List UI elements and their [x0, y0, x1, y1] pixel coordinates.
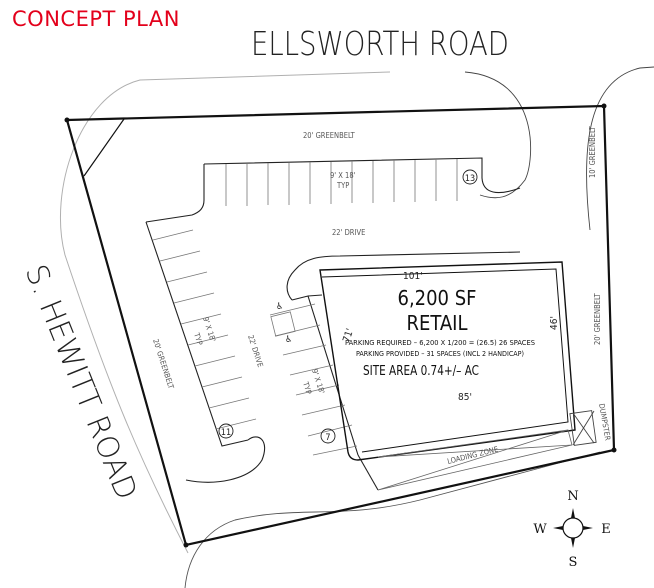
retail-building	[319, 261, 576, 461]
greenbelt-west-label: 20' GREENBELT	[151, 338, 176, 391]
drive-west-label: 22' DRIVE	[246, 334, 265, 368]
parking-required-note: PARKING REQUIRED – 6,200 X 1/200 = (26.5…	[345, 338, 535, 347]
stall-typ-north: TYP	[336, 181, 349, 190]
loading-zone-label: LOADING ZONE	[446, 445, 499, 466]
compass-w: W	[533, 522, 547, 537]
stall-typ-building: TYP	[301, 380, 314, 395]
dimension-top: 101'	[403, 271, 423, 282]
drive-north-label: 22' DRIVE	[332, 228, 365, 237]
greenbelt-east-upper-label: 10' GREENBELT	[588, 125, 597, 178]
site-area-note: SITE AREA 0.74+/– AC	[363, 364, 479, 379]
north-arrow-compass: N S E W	[533, 489, 610, 570]
svg-text:13: 13	[465, 174, 475, 184]
parking-provided-note: PARKING PROVIDED – 31 SPACES (INCL 2 HAN…	[356, 349, 524, 358]
dimension-left: 71'	[341, 327, 356, 344]
stall-count-north: 13	[462, 169, 478, 185]
building-use: RETAIL	[407, 311, 468, 335]
wheelchair-icon: ♿	[285, 335, 292, 345]
stall-count-west: 11	[218, 423, 234, 439]
dumpster-label: DUMPSTER	[597, 403, 612, 442]
greenbelt-east-lower-label: 20' GREENBELT	[593, 292, 602, 345]
svg-text:7: 7	[325, 433, 330, 443]
dumpster-enclosure	[569, 410, 597, 446]
dimension-right: 46'	[549, 316, 560, 330]
compass-s: S	[569, 555, 578, 570]
building-area: 6,200 SF	[398, 286, 477, 310]
road-label-ellsworth: ELLSWORTH ROAD	[251, 24, 509, 63]
greenbelt-north-label: 20' GREENBELT	[303, 131, 356, 140]
wheelchair-icon: ♿	[276, 302, 283, 312]
property-boundary	[64, 103, 617, 548]
road-label-hewitt: S. HEWITT ROAD	[18, 260, 144, 505]
road-curbs	[59, 66, 654, 588]
stall-typ-west: TYP	[192, 331, 205, 346]
parking-stall-stripes	[152, 159, 458, 456]
loading-zone	[377, 429, 573, 491]
compass-n: N	[567, 489, 578, 504]
parking-lot-outline	[145, 157, 521, 491]
stall-count-building: 7	[320, 428, 336, 444]
stall-size-north: 9' X 18'	[330, 171, 356, 180]
svg-text:11: 11	[221, 428, 231, 438]
dimension-bottom: 85'	[458, 392, 472, 403]
compass-e: E	[601, 522, 611, 537]
page-title: CONCEPT PLAN	[12, 7, 180, 31]
